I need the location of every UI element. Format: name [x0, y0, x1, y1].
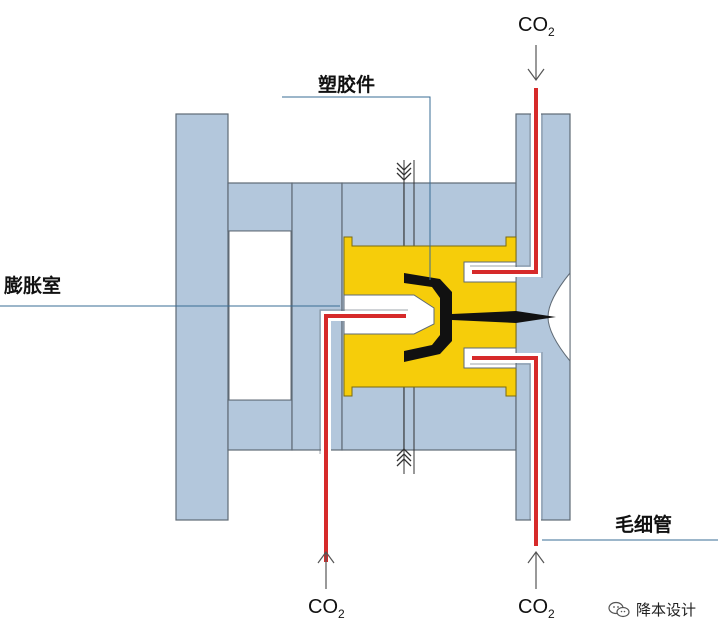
arrow-bottom-left — [317, 550, 335, 589]
left-clamp-plate — [175, 113, 229, 521]
ejector-block-bottom — [227, 399, 293, 451]
parting-marker-bottom — [396, 448, 412, 467]
watermark-text: 降本设计 — [635, 601, 696, 619]
label-co2-top: CO2 — [518, 14, 555, 39]
wechat-icon — [608, 601, 630, 617]
arrow-bottom-right — [527, 550, 545, 589]
arrow-top-right — [527, 45, 545, 82]
ejector-space — [228, 230, 292, 401]
label-plastic-part: 塑胶件 — [318, 74, 376, 96]
label-co2-bottom-right: CO2 — [518, 596, 555, 621]
leader-plastic-part — [282, 96, 431, 280]
parting-marker-top — [396, 162, 412, 181]
label-expansion-chamber: 膨胀室 — [4, 275, 62, 297]
co2-tube-top-right — [472, 88, 538, 274]
plastic-part — [404, 273, 556, 362]
co2-tube-bottom-right — [472, 356, 538, 546]
watermark: 降本设计 — [608, 599, 696, 620]
label-capillary: 毛细管 — [615, 514, 673, 536]
co2-tube-left — [324, 314, 406, 562]
label-co2-bottom-left: CO2 — [308, 596, 345, 621]
ejector-block-top — [227, 182, 293, 232]
